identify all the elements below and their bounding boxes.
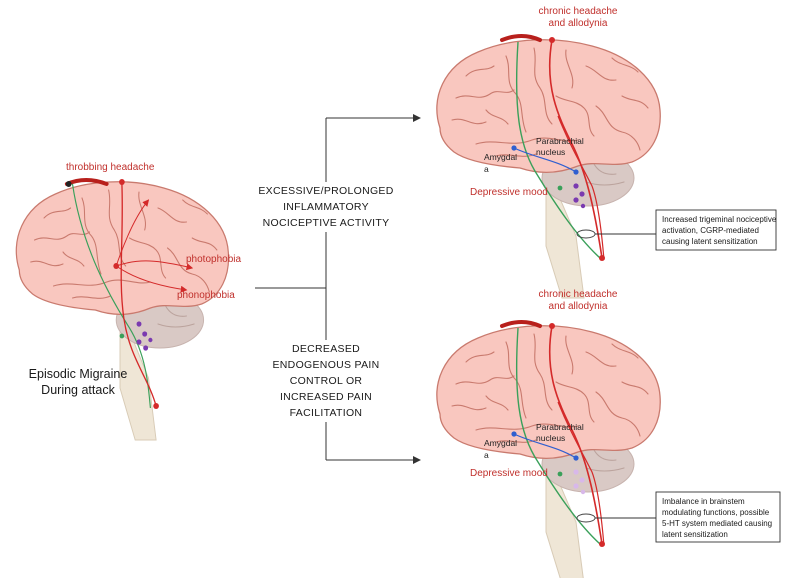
- left-label-throbbing: throbbing headache: [66, 162, 155, 173]
- bottom-box-line4: latent sensitization: [662, 530, 728, 539]
- left-brain: [15, 178, 230, 441]
- top-amygdala-line1: Amygdal: [484, 152, 517, 162]
- left-photophobia-arrow: [116, 260, 194, 271]
- top-box-line1: Increased trigeminal nociceptive: [662, 215, 777, 224]
- top-blue-path: [513, 147, 577, 173]
- left-caption-line1: Episodic Migraine: [29, 367, 128, 381]
- top-amygdala-line2: a: [484, 164, 489, 174]
- left-dot-bottom: [153, 403, 159, 409]
- left-dot-thalamus: [113, 263, 120, 269]
- top-title-line2: and allodynia: [549, 18, 608, 29]
- center-upper-line2: INFLAMMATORY: [283, 201, 369, 213]
- left-caption-line2: During attack: [41, 383, 115, 397]
- top-box-line2: activation, CGRP-mediated: [662, 226, 759, 235]
- left-label-photophobia: photophobia: [186, 254, 241, 265]
- lower-text-bg: [280, 340, 372, 422]
- center-lower-line5: FACILITATION: [290, 407, 363, 419]
- center-lower-line4: INCREASED PAIN: [280, 391, 372, 403]
- bottom-title-line2: and allodynia: [549, 301, 608, 312]
- left-throbbing-arrow: [115, 199, 150, 267]
- left-label-phonophobia: phonophobia: [177, 290, 235, 301]
- top-red-path: [548, 39, 603, 259]
- center-lower-line3: CONTROL OR: [290, 375, 363, 387]
- top-mood: Depressive mood: [470, 187, 548, 198]
- upper-text-bg: [268, 182, 384, 232]
- left-phonophobia-arrow: [115, 265, 188, 293]
- left-dot-black: [65, 181, 72, 187]
- bottom-box-line1: Imbalance in brainstem: [662, 497, 745, 506]
- bottom-parabrachial-line1: Parabrachial: [536, 422, 584, 432]
- top-title-line1: chronic headache: [539, 6, 618, 17]
- top-info-box: [655, 209, 777, 251]
- center-lower-line1: DECREASED: [292, 343, 360, 355]
- top-brain: [436, 34, 661, 299]
- bottom-red-path: [548, 325, 603, 545]
- bottom-info-box: [655, 491, 781, 543]
- top-box-line3: causing latent sensitization: [662, 237, 758, 246]
- bottom-brain: [436, 320, 661, 578]
- center-lower-line2: ENDOGENOUS PAIN: [273, 359, 380, 371]
- left-red-path: [120, 183, 157, 407]
- bottom-title-line1: chronic headache: [539, 289, 618, 300]
- bottom-purple-nuclei-faded: [573, 469, 586, 495]
- bottom-blue-path: [513, 433, 577, 459]
- top-parabrachial-line1: Parabrachial: [536, 136, 584, 146]
- center-upper-line1: EXCESSIVE/PROLONGED: [258, 185, 393, 197]
- top-green-path: [515, 41, 601, 259]
- top-parabrachial-line2: nucleus: [536, 147, 565, 157]
- center-upper-line3: NOCICEPTIVE ACTIVITY: [263, 217, 390, 229]
- bottom-amygdala-line1: Amygdal: [484, 438, 517, 448]
- top-purple-nuclei: [573, 183, 586, 209]
- bottom-box-line2: modulating functions, possible: [662, 508, 770, 517]
- left-meninges-arc: [64, 178, 109, 186]
- left-dot-top: [119, 179, 125, 185]
- bottom-parabrachial-line2: nucleus: [536, 433, 565, 443]
- bottom-box-line3: 5-HT system mediated causing: [662, 519, 772, 528]
- left-green-dot: [119, 333, 125, 339]
- bottom-mood: Depressive mood: [470, 468, 548, 479]
- left-purple-nuclei: [136, 321, 153, 351]
- bottom-amygdala-line2: a: [484, 450, 489, 460]
